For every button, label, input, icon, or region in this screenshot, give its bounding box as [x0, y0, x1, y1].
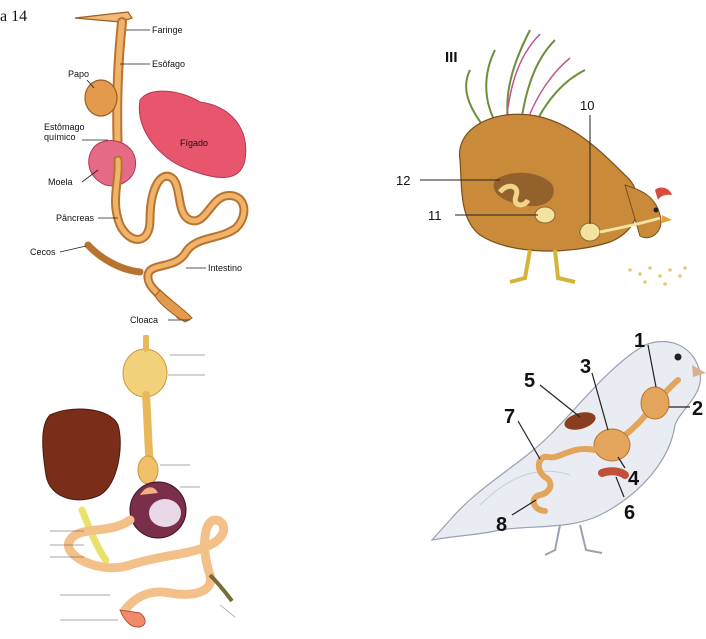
label-2: 2	[692, 398, 703, 420]
organ-10	[580, 223, 600, 241]
cloaca-organ-2	[120, 610, 145, 627]
label-8: 8	[496, 514, 507, 536]
caeca-tube	[88, 245, 140, 272]
liver-organ	[139, 91, 245, 177]
label-estomago: Estômago	[44, 122, 85, 132]
pigeon-illustration: 1 2 3 4 5 6 7 8	[420, 325, 706, 565]
label-esofago: Esôfago	[152, 59, 185, 69]
crop-organ	[85, 80, 117, 116]
label-papo: Papo	[68, 69, 89, 79]
label-4: 4	[628, 468, 640, 490]
crop-pigeon	[641, 387, 669, 419]
cloaca-organ	[155, 290, 192, 322]
pigeon-eye	[675, 354, 682, 361]
label-figado: Fígado	[180, 138, 208, 148]
panel-roman-numeral: III	[445, 49, 458, 66]
label-11: 11	[428, 208, 442, 223]
label-7: 7	[504, 406, 515, 428]
label-cloaca: Cloaca	[130, 315, 158, 325]
label-pancreas: Pâncreas	[56, 213, 95, 223]
label-moela: Moela	[48, 177, 73, 187]
label-1: 1	[634, 330, 645, 352]
digestive-system-diagram: Faringe Esôfago Papo Estômago químico Fí…	[0, 0, 300, 330]
gizzard-organ	[89, 141, 136, 186]
label-5: 5	[524, 370, 535, 392]
label-faringe: Faringe	[152, 25, 183, 35]
comb-shape	[655, 188, 672, 200]
label-12: 12	[396, 173, 410, 188]
liver-organ-2	[43, 409, 121, 500]
hen-illustration: III 12 11 10	[360, 10, 700, 300]
label-intestino: Intestino	[208, 263, 242, 273]
label-cecos: Cecos	[30, 247, 56, 257]
label-10: 10	[580, 98, 594, 113]
pancreas-pigeon	[602, 471, 625, 475]
pigeon-body	[432, 341, 700, 540]
gizzard-pigeon	[594, 429, 630, 461]
label-3: 3	[580, 356, 591, 378]
label-6: 6	[624, 502, 635, 524]
digestive-tract-illustration	[20, 335, 280, 635]
crop-organ-2	[123, 349, 167, 397]
label-estomago-2: químico	[44, 132, 76, 142]
